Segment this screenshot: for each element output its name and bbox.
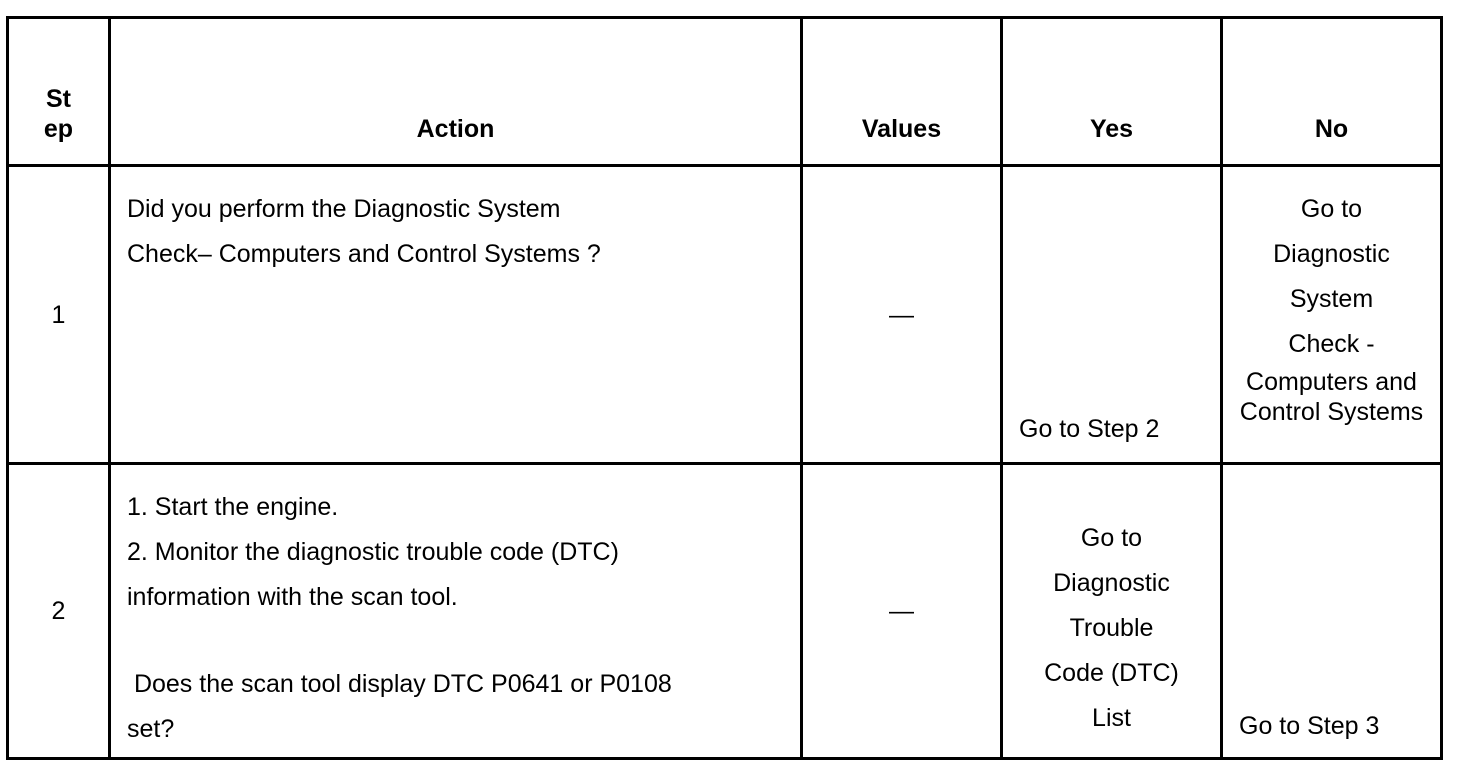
- action-cell: Did you perform the Diagnostic System Ch…: [108, 164, 803, 465]
- step-number: 1: [6, 164, 111, 465]
- action-cell: 1. Start the engine. 2. Monitor the diag…: [108, 462, 803, 760]
- action-question-line: Does the scan tool display DTC P0641 or …: [127, 670, 672, 698]
- yes-line: Code (DTC): [1044, 659, 1179, 687]
- table-row: 1 Did you perform the Diagnostic System …: [6, 164, 1443, 465]
- action-line: 1. Start the engine.: [127, 493, 339, 521]
- header-action: Action: [108, 16, 803, 167]
- header-step-line1: St: [46, 85, 71, 113]
- no-cell: Go to Step 3: [1220, 462, 1443, 760]
- table-header-row: St ep Action Values Yes No: [6, 16, 1443, 167]
- no-line: System: [1289, 285, 1374, 313]
- table-row: 2 1. Start the engine. 2. Monitor the di…: [6, 462, 1443, 760]
- header-no: No: [1220, 16, 1443, 167]
- action-question-line: set?: [127, 715, 175, 743]
- action-line: Check– Computers and Control Systems ?: [127, 240, 601, 268]
- action-line: 2. Monitor the diagnostic trouble code (…: [127, 538, 619, 566]
- no-line: Go to: [1300, 195, 1363, 223]
- action-spacer: [127, 620, 800, 662]
- header-step-line2: ep: [43, 115, 74, 143]
- no-line: Control Systems: [1239, 398, 1424, 426]
- header-yes: Yes: [1000, 16, 1223, 167]
- yes-line: Diagnostic: [1053, 569, 1170, 597]
- action-line: Did you perform the Diagnostic System: [127, 195, 561, 223]
- no-line: Check -: [1288, 330, 1375, 358]
- no-line: Computers and: [1246, 368, 1417, 396]
- yes-cell: Go to Diagnostic Trouble Code (DTC) List: [1000, 462, 1223, 760]
- values-cell: —: [800, 164, 1003, 465]
- no-cell: Go to Diagnostic System Check - Computer…: [1220, 164, 1443, 465]
- values-cell: —: [800, 462, 1003, 760]
- yes-cell: Go to Step 2: [1000, 164, 1223, 465]
- action-line: information with the scan tool.: [127, 583, 458, 611]
- step-number: 2: [6, 462, 111, 760]
- yes-line: Trouble: [1069, 614, 1154, 642]
- diagnostic-table: St ep Action Values Yes No 1 Did you per…: [6, 16, 1443, 760]
- header-values: Values: [800, 16, 1003, 167]
- header-step: St ep: [6, 16, 111, 167]
- no-line: Diagnostic: [1273, 240, 1390, 268]
- yes-line: Go to: [1080, 524, 1143, 552]
- yes-line: List: [1092, 704, 1131, 732]
